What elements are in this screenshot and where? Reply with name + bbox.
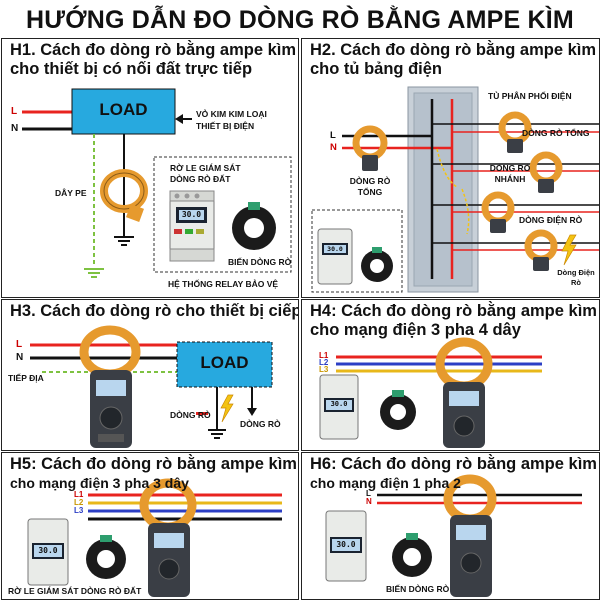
- h1-title-line2: cho thiết bị có nối đất trực tiếp: [10, 60, 253, 78]
- h5-diagram: [27, 478, 282, 597]
- h6-diagram: [325, 474, 582, 597]
- h3-label-l: L: [16, 339, 23, 350]
- h5-relay-label: RỜ LE GIÁM SÁT DÒNG RÒ ĐẤT: [8, 586, 142, 596]
- h3-load-box: [176, 341, 273, 388]
- h2-ct-ring-icon: [361, 247, 393, 282]
- h2-lightning-icon: [561, 234, 577, 266]
- h3-load-label: LOAD: [200, 353, 249, 372]
- h1-label-l: L: [11, 106, 18, 117]
- h1-relay-frame: [153, 156, 292, 273]
- h3-leak-label-b: DÒNG RÒ: [240, 419, 281, 429]
- h5-leakage-relay-icon: [27, 518, 69, 586]
- panel-h1: H1. Cách đo dòng rò bằng ampe kìm cho th…: [1, 38, 299, 298]
- h1-label-n: N: [11, 123, 19, 134]
- h1-relay-label-1: RỜ LE GIÁM SÁT: [170, 163, 241, 173]
- h6-label-l: L: [366, 489, 371, 498]
- h2-total-label-1: DÒNG RÒ: [349, 176, 391, 186]
- h2-title-line1: H2. Cách đo dòng rò bằng ampe kìm: [310, 41, 597, 59]
- h1-relay-display: 30.0: [181, 210, 202, 219]
- h2-label-l: L: [330, 130, 336, 141]
- h5-label-l1: L1: [74, 490, 84, 499]
- h2-total-label-2: TỔNG: [357, 187, 383, 197]
- h1-case-label-1: VỎ KIM KIM LOẠI: [196, 109, 267, 119]
- h2-inset-frame: [311, 209, 403, 293]
- h6-ct-ring-icon: [392, 533, 432, 577]
- h2-clamp-b-icon: [529, 151, 563, 193]
- h6-clamp-meter-icon: [443, 474, 497, 597]
- h1-leakage-relay-icon: [169, 190, 215, 262]
- h3-label-n: N: [16, 352, 24, 363]
- h3-leak-label-a: DÒNG RÒ: [170, 410, 211, 420]
- h1-ct-label: BIẾN DÒNG RÒ: [228, 257, 292, 267]
- h5-clamp-meter-icon: [139, 478, 197, 597]
- h1-pe-label: DÂY PE: [55, 188, 87, 198]
- h1-case-label-2: THIẾT BỊ ĐIỆN: [196, 121, 255, 131]
- h4-ct-ring-icon: [380, 390, 416, 430]
- h3-clamp-meter-icon: [79, 325, 141, 448]
- h2-total-clamp-icon: [352, 125, 388, 171]
- h2-leakage-relay-icon: [317, 228, 353, 285]
- h2-branch-label-2: NHÁNH: [494, 174, 526, 184]
- h6-title-line2: cho mạng điện 1 pha 2: [310, 475, 461, 491]
- h2-leak2-label-1: Dòng Điện: [557, 268, 595, 277]
- h2-clamp-c-icon: [481, 191, 515, 233]
- h4-diagram: [319, 337, 542, 448]
- h3-title: H3. Cách đo dòng rò cho thiết bị ciếp đị…: [10, 302, 299, 320]
- h3-arrow-icon: [247, 408, 257, 416]
- panel-h3: H3. Cách đo dòng rò cho thiết bị ciếp đị…: [1, 299, 299, 451]
- h3-ground-label: TIẾP ĐỊA: [8, 373, 44, 383]
- h4-label-l2: L2: [319, 358, 329, 367]
- h4-title-line1: H4: Cách đo dòng rò bằng ampe kìm: [310, 302, 597, 320]
- h5-label-l2: L2: [74, 498, 84, 507]
- h6-relay-display: 30.0: [336, 540, 356, 549]
- h2-total-label: DÒNG RÒ TỔNG: [522, 128, 590, 138]
- h4-label-l3: L3: [319, 365, 329, 374]
- h1-load-box: [71, 88, 176, 135]
- h1-relay-label-2: DÒNG RÒ ĐẤT: [170, 174, 231, 184]
- h2-leak-label: DÒNG ĐIỆN RÒ: [519, 215, 583, 225]
- h5-title-line1: H5: Cách đo dòng rò bằng ampe kìm: [10, 455, 297, 473]
- panel-h4: H4: Cách đo dòng rò bằng ampe kìm cho mạ…: [301, 299, 600, 451]
- h1-title-line1: H1. Cách đo dòng rò bằng ampe kìm: [10, 41, 297, 59]
- h4-relay-display: 30.0: [330, 400, 348, 408]
- h5-ct-ring-icon: [86, 535, 126, 579]
- h4-title-line2: cho mạng điện 3 pha 4 dây: [310, 321, 521, 339]
- page-title: HƯỚNG DẪN ĐO DÒNG RÒ BẰNG AMPE KÌM: [26, 6, 574, 34]
- h4-clamp-meter-icon: [435, 337, 493, 448]
- h3-diagram: [30, 325, 273, 448]
- h2-label-n: N: [330, 142, 337, 153]
- h2-relay-display: 30.0: [327, 245, 343, 253]
- h2-subpanel-label: TỦ PHÂN PHỐI ĐIỆN: [488, 91, 572, 101]
- h5-title-line2: cho mạng điện 3 pha 3 dây: [10, 475, 189, 491]
- h4-leakage-relay-icon: [319, 374, 359, 440]
- h5-label-l3: L3: [74, 506, 84, 515]
- panel-h5: H5: Cách đo dòng rò bằng ampe kìm cho mạ…: [1, 452, 299, 600]
- h6-ct-label: BIẾN DÒNG RÒ: [386, 584, 450, 594]
- h2-title-line2: cho tủ bảng điện: [310, 60, 442, 78]
- h2-clamp-a-icon: [498, 111, 532, 153]
- h1-clamp-icon: [100, 169, 148, 222]
- h1-arrow-icon: [175, 114, 183, 124]
- h2-diagram: [311, 86, 599, 293]
- h1-load-label: LOAD: [99, 100, 148, 119]
- h2-clamp-d-icon: [524, 229, 558, 271]
- h6-leakage-relay-icon: [325, 510, 367, 582]
- panel-h2: H2. Cách đo dòng rò bằng ampe kìm cho tủ…: [301, 38, 600, 298]
- panel-h6: H6: Cách đo dòng rò bằng ampe kìm cho mạ…: [301, 452, 600, 600]
- h6-label-n: N: [366, 497, 372, 506]
- h1-ct-ring-icon: [232, 202, 276, 250]
- h4-label-l1: L1: [319, 351, 329, 360]
- h5-relay-display: 30.0: [38, 546, 58, 555]
- h6-title-line1: H6: Cách đo dòng rò bằng ampe kìm: [310, 455, 597, 473]
- h1-system-label: HỆ THỐNG RELAY BẢO VỆ: [168, 279, 279, 289]
- h2-branch-label-1: DÒNG RÒ: [489, 163, 531, 173]
- h3-lightning-icon: [220, 394, 234, 423]
- h2-leak2-label-2: Rò: [571, 278, 581, 287]
- h1-diagram: [22, 88, 292, 278]
